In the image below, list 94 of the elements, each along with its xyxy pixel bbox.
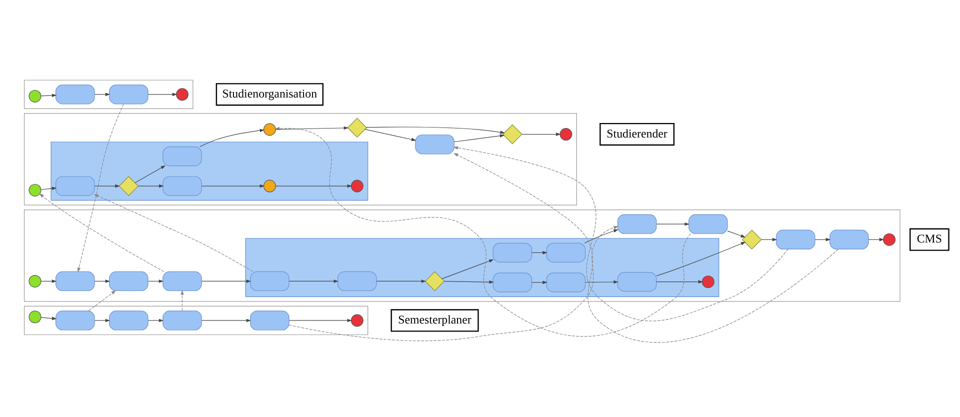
node-circle: [28, 183, 42, 196]
node-circle: [263, 179, 276, 192]
arrow: [288, 318, 352, 322]
node-box: [830, 229, 869, 249]
node-box: [338, 270, 377, 291]
arrow: [94, 279, 110, 282]
node-box: [415, 134, 454, 154]
node-circle: [28, 310, 42, 323]
node-circle: [176, 88, 188, 100]
node-box: [688, 214, 728, 234]
node-diamond: [424, 270, 445, 291]
node-box: [776, 229, 816, 249]
node-box: [250, 270, 290, 291]
arrow: [761, 237, 778, 241]
node-box: [617, 272, 657, 292]
arrow: [656, 241, 746, 276]
node-circle: [28, 274, 42, 287]
node-circle: [28, 89, 42, 102]
arrow: [201, 318, 252, 322]
node-box: [56, 270, 95, 291]
node-box: [492, 242, 532, 262]
arrow: [454, 134, 505, 142]
node-circle: [702, 275, 714, 288]
arrow: [275, 184, 352, 188]
node-circle: [883, 232, 896, 246]
arrow: [201, 184, 265, 188]
node-box: [162, 270, 202, 291]
arrow: [585, 280, 618, 284]
node-circle: [350, 314, 364, 326]
node-circle: [350, 179, 364, 192]
arrow: [77, 103, 124, 272]
arrow: [364, 128, 416, 141]
node-box: [617, 214, 657, 234]
node-box: Studierender: [600, 122, 675, 146]
arrow: [453, 146, 788, 321]
node-box: Semesterplaner: [390, 308, 479, 332]
arrow: [94, 318, 110, 322]
arrow: [40, 186, 57, 190]
cluster: [24, 305, 368, 335]
arrow: [442, 258, 494, 279]
arrow: [200, 128, 265, 147]
node-box: [109, 270, 148, 291]
arrow: [532, 280, 548, 284]
node-diamond: [502, 124, 522, 144]
node-box: [56, 176, 95, 196]
node-box: [109, 84, 148, 104]
node-box: [546, 242, 586, 262]
cluster: [24, 79, 194, 108]
arrow: [584, 228, 618, 243]
arrow: [868, 237, 884, 241]
arrow: [727, 230, 746, 237]
arrow: [180, 290, 184, 311]
node-diamond: [118, 176, 139, 196]
arrow: [366, 126, 505, 134]
node-box: [162, 146, 202, 166]
node-box: [546, 272, 586, 292]
arrow: [88, 290, 116, 311]
arrow: [40, 316, 57, 320]
node-box: [56, 310, 95, 330]
node-box: [250, 310, 290, 330]
node-circle: [560, 128, 572, 140]
arrow: [134, 164, 166, 183]
arrow: [94, 184, 120, 188]
arrow: [94, 194, 254, 272]
node-box: [109, 310, 148, 330]
arrow: [656, 222, 690, 226]
arrow: [40, 279, 57, 282]
arrow: [444, 280, 494, 284]
arrow: [522, 132, 561, 136]
arrow: [656, 280, 704, 283]
cluster: [24, 112, 577, 205]
arrow: [376, 279, 426, 282]
node-box: Studienorganisation: [216, 82, 324, 106]
node-circle: [263, 122, 276, 136]
arrow: [814, 237, 831, 241]
arrow: [94, 92, 110, 96]
node-box: [492, 272, 532, 292]
arrow: [453, 152, 839, 342]
cluster: [24, 209, 900, 302]
arrow: [201, 279, 252, 282]
node-box: [56, 84, 95, 104]
node-box: [162, 176, 202, 196]
arrow: [532, 250, 548, 254]
arrow: [148, 279, 164, 282]
arrow: [39, 192, 164, 272]
arrow: [40, 93, 57, 97]
node-box: [162, 310, 202, 330]
node-diamond: [347, 117, 368, 138]
node-box: CMS: [910, 228, 950, 250]
arrow: [148, 318, 164, 322]
arrow: [288, 226, 618, 341]
arrow: [148, 92, 178, 96]
arrow: [138, 184, 164, 188]
arrow: [288, 279, 339, 282]
